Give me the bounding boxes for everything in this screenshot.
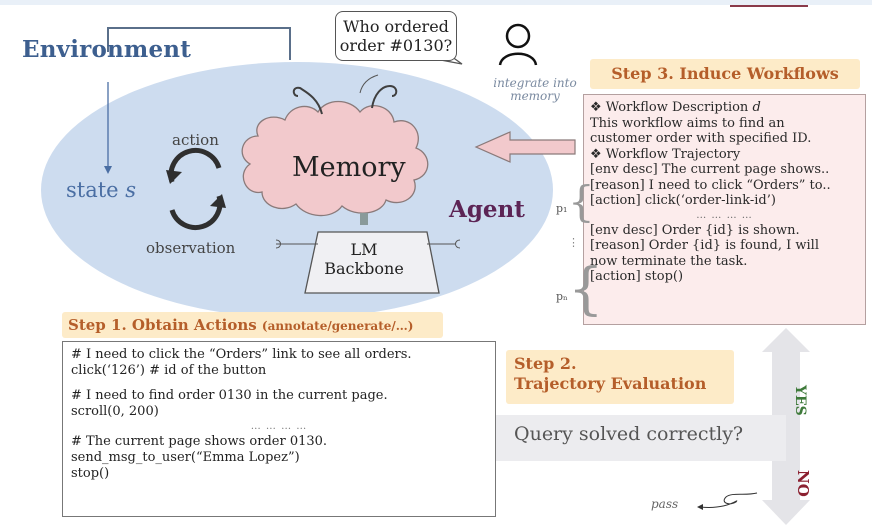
code-line-4: scroll(0, 200) xyxy=(71,404,159,419)
pn-line-3: now terminate the task. xyxy=(590,253,748,269)
code-line-6: send_msg_to_user(“Emma Lopez”) xyxy=(71,450,300,465)
pn-line-4: [action] stop() xyxy=(590,269,684,284)
state-variable: s xyxy=(125,178,137,202)
pn-line-2: [reason] Order {id} is found, I will xyxy=(590,238,819,253)
user-query-line-1: Who ordered xyxy=(343,17,449,36)
state-text: state xyxy=(66,178,119,202)
diamond-bullet-icon: ❖ xyxy=(590,146,602,162)
description-line-2: customer order with specified ID. xyxy=(590,131,812,146)
user-icon xyxy=(498,23,538,66)
step1-header: Step 1. Obtain Actions (annotate/generat… xyxy=(62,312,443,338)
step2-header-line-2: Trajectory Evaluation xyxy=(514,374,707,393)
user-query-line-2: order #0130? xyxy=(339,36,453,55)
memory-label: Memory xyxy=(292,152,406,183)
backbone-left-hook xyxy=(275,239,281,249)
lm-backbone-shape xyxy=(304,231,440,294)
memory-antenna-right xyxy=(371,84,398,109)
pn-label: pₙ xyxy=(556,290,568,303)
yes-no-vertical-arrow xyxy=(762,328,810,525)
step1-header-title: Step 1. Obtain Actions xyxy=(68,316,257,334)
trajectory-heading-text: Workflow Trajectory xyxy=(605,146,741,162)
environment-bracket xyxy=(107,27,291,60)
code-line-1: # I need to click the “Orders” link to s… xyxy=(71,347,412,362)
cloud-memory-icon xyxy=(241,100,429,217)
p1-line-2: [reason] I need to click “Orders” to.. xyxy=(590,177,831,193)
top-accent-line xyxy=(730,5,808,7)
trajectory-ellipsis: … … … … xyxy=(696,209,753,221)
step1-header-sub: (annotate/generate/…) xyxy=(261,319,414,333)
step2-header-line-1: Step 2. xyxy=(514,354,577,373)
workflow-trajectory-heading: ❖ Workflow Trajectory xyxy=(590,147,859,163)
code-line-2: click(‘126’) # id of the button xyxy=(71,363,267,378)
integrate-line-2: memory xyxy=(510,89,560,103)
p1-label: p₁ xyxy=(556,202,568,215)
lm-backbone-line-2: Backbone xyxy=(324,259,404,278)
integrate-line-1: integrate into xyxy=(493,76,577,90)
pass-squiggle xyxy=(699,492,758,508)
step3-header: Step 3. Induce Workflows xyxy=(590,59,860,89)
memory-antenna-left xyxy=(292,86,323,115)
pass-label: pass xyxy=(651,497,679,511)
description-heading-text: Workflow Description xyxy=(605,100,749,115)
user-query-bubble: Who ordered order #0130? xyxy=(335,11,457,61)
top-strip xyxy=(0,0,872,5)
step2-header: Step 2. Trajectory Evaluation xyxy=(506,350,734,404)
vertical-ellipsis: ⋮ xyxy=(568,236,579,249)
agent-label: Agent xyxy=(449,196,525,223)
yes-label: YES xyxy=(792,385,808,416)
observation-label: observation xyxy=(146,239,236,257)
backbone-right-hook xyxy=(455,239,461,249)
query-to-memory-arrow xyxy=(359,74,379,94)
pass-arrowhead xyxy=(697,504,703,510)
description-variable: d xyxy=(752,100,761,115)
actions-code-box: # I need to click the “Orders” link to s… xyxy=(62,341,496,517)
code-ellipsis: … … … … xyxy=(250,421,308,432)
no-label: NO xyxy=(794,470,812,497)
integrate-arrow xyxy=(474,131,576,163)
cycle-arrowhead-bottom xyxy=(210,194,226,208)
workflow-box: ❖ Workflow Description d This workflow a… xyxy=(583,94,866,325)
integrate-label: integrate into memory xyxy=(480,77,590,103)
action-label: action xyxy=(172,131,219,149)
code-line-7: stop() xyxy=(71,466,110,481)
p1-line-3: [action] click(‘order-link-id’) xyxy=(590,193,776,208)
description-line-1: This workflow aims to find an xyxy=(590,115,785,131)
environment-title: Environment xyxy=(22,36,192,63)
pn-line-1: [env desc] Order {id} is shown. xyxy=(590,222,800,238)
code-line-5: # The current page shows order 0130. xyxy=(71,434,328,449)
lm-backbone-label: LM Backbone xyxy=(322,240,406,278)
pn-brace: { xyxy=(568,257,604,322)
cycle-arrowhead-top xyxy=(166,170,182,184)
code-line-3: # I need to find order 0130 in the curre… xyxy=(71,388,388,403)
query-bar xyxy=(496,415,786,461)
query-question: Query solved correctly? xyxy=(514,423,744,445)
diamond-bullet-icon: ❖ xyxy=(590,100,602,115)
workflow-description-heading: ❖ Workflow Description d xyxy=(590,100,859,116)
environment-arrowhead xyxy=(104,166,112,174)
state-label: state s xyxy=(66,178,136,202)
memory-backbone-connector xyxy=(360,213,368,225)
p1-line-1: [env desc] The current page shows.. xyxy=(590,162,830,177)
lm-backbone-line-1: LM xyxy=(350,240,378,259)
p1-brace: { xyxy=(568,177,595,226)
